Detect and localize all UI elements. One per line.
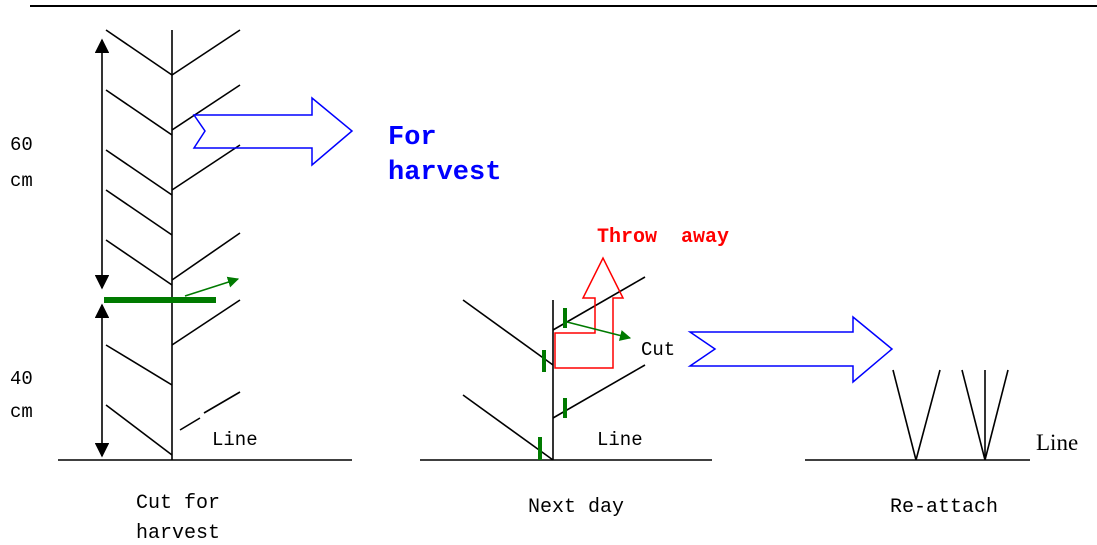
for-harvest-label-line2: harvest: [388, 158, 502, 188]
cutting: [915, 369, 941, 461]
measure-40-unit: cm: [10, 401, 33, 423]
leaf: [171, 232, 241, 281]
for-harvest-label-line1: For: [388, 123, 437, 153]
leaf: [179, 417, 201, 431]
line-label-panel2: Line: [597, 429, 643, 451]
leaf: [105, 404, 173, 456]
cutting: [892, 369, 917, 461]
measure-60-value: 60: [10, 134, 33, 156]
leaf: [171, 29, 241, 76]
throw-away-label: Throw away: [597, 226, 730, 249]
panel-re-attach: [805, 369, 1030, 461]
caption-next-day: Next day: [528, 496, 625, 519]
measure-60-unit: cm: [10, 170, 33, 192]
caption-re-attach: Re-attach: [890, 496, 999, 519]
green-arrow: [566, 321, 632, 341]
leaf: [552, 276, 646, 331]
green-ticks: [538, 308, 567, 460]
panel-cut-for-harvest: [58, 29, 352, 461]
leaf: [203, 391, 241, 414]
leaf: [105, 29, 173, 76]
leaf: [171, 84, 241, 131]
line-label-panel1: Line: [212, 429, 258, 451]
leaf: [105, 189, 173, 236]
blue-block-arrow-harvest: [192, 96, 354, 167]
cutting: [984, 369, 1009, 461]
caption-cut-for-harvest-line1: Cut for: [136, 492, 221, 515]
green-arrow: [184, 276, 240, 297]
leaf: [171, 299, 241, 346]
leaf: [552, 364, 646, 419]
line-label-panel3: Line: [1036, 430, 1079, 455]
leaf: [105, 89, 173, 136]
leaf: [105, 239, 173, 286]
leaf: [462, 299, 554, 366]
caption-cut-for-harvest-line2: harvest: [136, 522, 221, 545]
leaf: [105, 344, 173, 386]
measure-40-value: 40: [10, 368, 33, 390]
cutting: [961, 369, 986, 461]
cut-label: Cut: [641, 339, 676, 361]
leaf: [171, 144, 241, 191]
leaf: [105, 149, 173, 196]
blue-block-arrow-reattach: [687, 315, 894, 384]
